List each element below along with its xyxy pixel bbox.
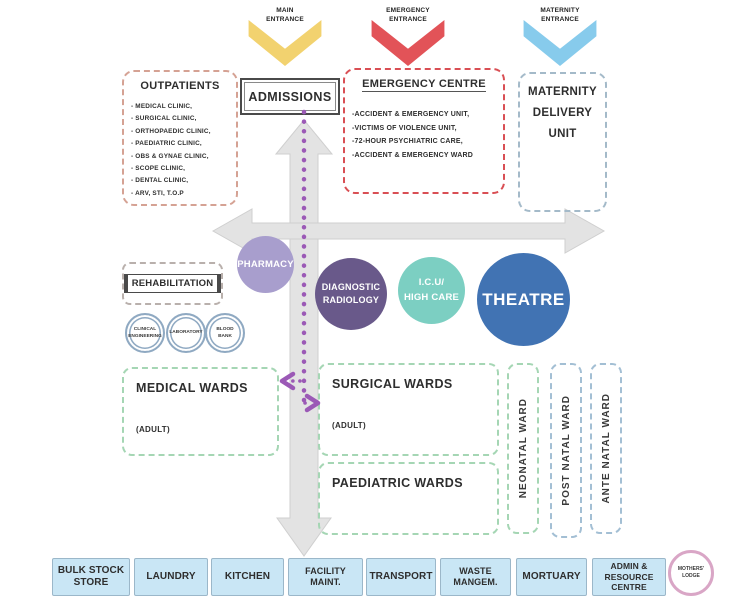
list-item: - ORTHOPAEDIC CLINIC, <box>131 127 211 135</box>
service-box-waste-mangem: WASTE MANGEM. <box>440 558 511 596</box>
main-entrance-label: MAIN ENTRANCE <box>266 7 304 24</box>
maternity-entrance-chevron-icon <box>523 20 597 66</box>
icu-high-care-circle: I.C.U/ HIGH CARE <box>398 257 465 324</box>
post-natal-ward-label: POST NATAL WARD <box>560 395 572 506</box>
surgical-wards-box: SURGICAL WARDS (ADULT) <box>318 363 499 456</box>
list-item: - SCOPE CLINIC, <box>131 165 186 173</box>
emergency-entrance-chevron-icon <box>371 20 445 66</box>
outpatients-box: OUTPATIENTS - MEDICAL CLINIC, - SURGICAL… <box>122 70 238 206</box>
diagnostic-radiology-circle: DIAGNOSTIC RADIOLOGY <box>315 258 387 330</box>
blood-bank-circle: BLOOD BANK <box>205 313 245 353</box>
list-item: -VICTIMS OF VIOLENCE UNIT, <box>352 124 457 132</box>
list-item: -72-HOUR PSYCHIATRIC CARE, <box>352 138 463 145</box>
service-box-laundry: LAUNDRY <box>134 558 208 596</box>
list-item: -ACCIDENT & EMERGENCY UNIT, <box>352 111 470 118</box>
main-entrance-chevron-icon <box>248 20 322 66</box>
medical-wards-subtitle: (ADULT) <box>136 425 170 434</box>
chevron-down-icon <box>248 20 322 66</box>
rehabilitation-title: REHABILITATION <box>123 274 222 293</box>
list-item: - PAEDIATRIC CLINIC, <box>131 140 202 148</box>
neonatal-ward-label: NEONATAL WARD <box>517 398 529 499</box>
chevron-down-icon <box>523 20 597 66</box>
service-box-kitchen: KITCHEN <box>211 558 284 596</box>
surgical-wards-subtitle: (ADULT) <box>332 421 366 430</box>
list-item: - MEDICAL CLINIC, <box>131 103 193 110</box>
admissions-label: ADMISSIONS <box>244 82 336 111</box>
list-item: - OBS & GYNAE CLINIC, <box>131 152 209 160</box>
list-item: - SURGICAL CLINIC, <box>131 115 197 123</box>
emergency-centre-title: EMERGENCY CENTRE <box>362 78 486 92</box>
service-box-facility-maint: FACILITY MAINT. <box>288 558 363 596</box>
chevron-down-icon <box>371 20 445 66</box>
emergency-entrance-label: EMERGENCY ENTRANCE <box>386 7 430 24</box>
arrow-right-icon <box>304 393 321 413</box>
emergency-centre-box: EMERGENCY CENTRE -ACCIDENT & EMERGENCY U… <box>343 68 505 194</box>
maternity-entrance-label: MATERNITY ENTRANCE <box>540 7 580 24</box>
maternity-delivery-unit-title: MATERNITY DELIVERY UNIT <box>528 86 597 140</box>
medical-wards-box: MEDICAL WARDS (ADULT) <box>122 367 279 456</box>
list-item: - ARV, STI, T.O.P <box>131 189 184 197</box>
neonatal-ward-box: NEONATAL WARD <box>507 363 539 534</box>
outpatients-list: - MEDICAL CLINIC, - SURGICAL CLINIC, - O… <box>131 101 236 200</box>
list-item: - DENTAL CLINIC, <box>131 177 189 185</box>
admissions-box: ADMISSIONS <box>240 78 340 115</box>
list-item: -ACCIDENT & EMERGENCY WARD <box>352 151 473 159</box>
service-box-transport: TRANSPORT <box>366 558 436 596</box>
service-box-mortuary: MORTUARY <box>516 558 587 596</box>
service-box-bulk-stock-store: BULK STOCK STORE <box>52 558 130 596</box>
laboratory-circle: LABORATORY <box>166 313 206 353</box>
ante-natal-ward-label: ANTE NATAL WARD <box>600 393 612 504</box>
paediatric-wards-box: PAEDIATRIC WARDS <box>318 462 499 535</box>
rehabilitation-box: REHABILITATION <box>122 262 223 305</box>
pharmacy-circle: PHARMACY <box>237 236 294 293</box>
mothers-lodge-circle: MOTHERS' LODGE <box>668 550 714 596</box>
paediatric-wards-title: PAEDIATRIC WARDS <box>332 476 463 490</box>
ante-natal-ward-box: ANTE NATAL WARD <box>590 363 622 534</box>
emergency-centre-list: -ACCIDENT & EMERGENCY UNIT, -VICTIMS OF … <box>352 108 503 162</box>
medical-wards-title: MEDICAL WARDS <box>136 381 248 395</box>
service-box-admin-resource-centre: ADMIN & RESOURCE CENTRE <box>592 558 666 596</box>
theatre-circle: THEATRE <box>477 253 570 346</box>
post-natal-ward-box: POST NATAL WARD <box>550 363 582 538</box>
maternity-delivery-unit-box: MATERNITY DELIVERY UNIT <box>518 72 607 212</box>
outpatients-title: OUTPATIENTS <box>140 80 220 92</box>
arrow-left-icon <box>279 371 296 391</box>
surgical-wards-title: SURGICAL WARDS <box>332 377 453 391</box>
clinical-engineering-circle: CLINICAL ENGINEERING <box>125 313 165 353</box>
